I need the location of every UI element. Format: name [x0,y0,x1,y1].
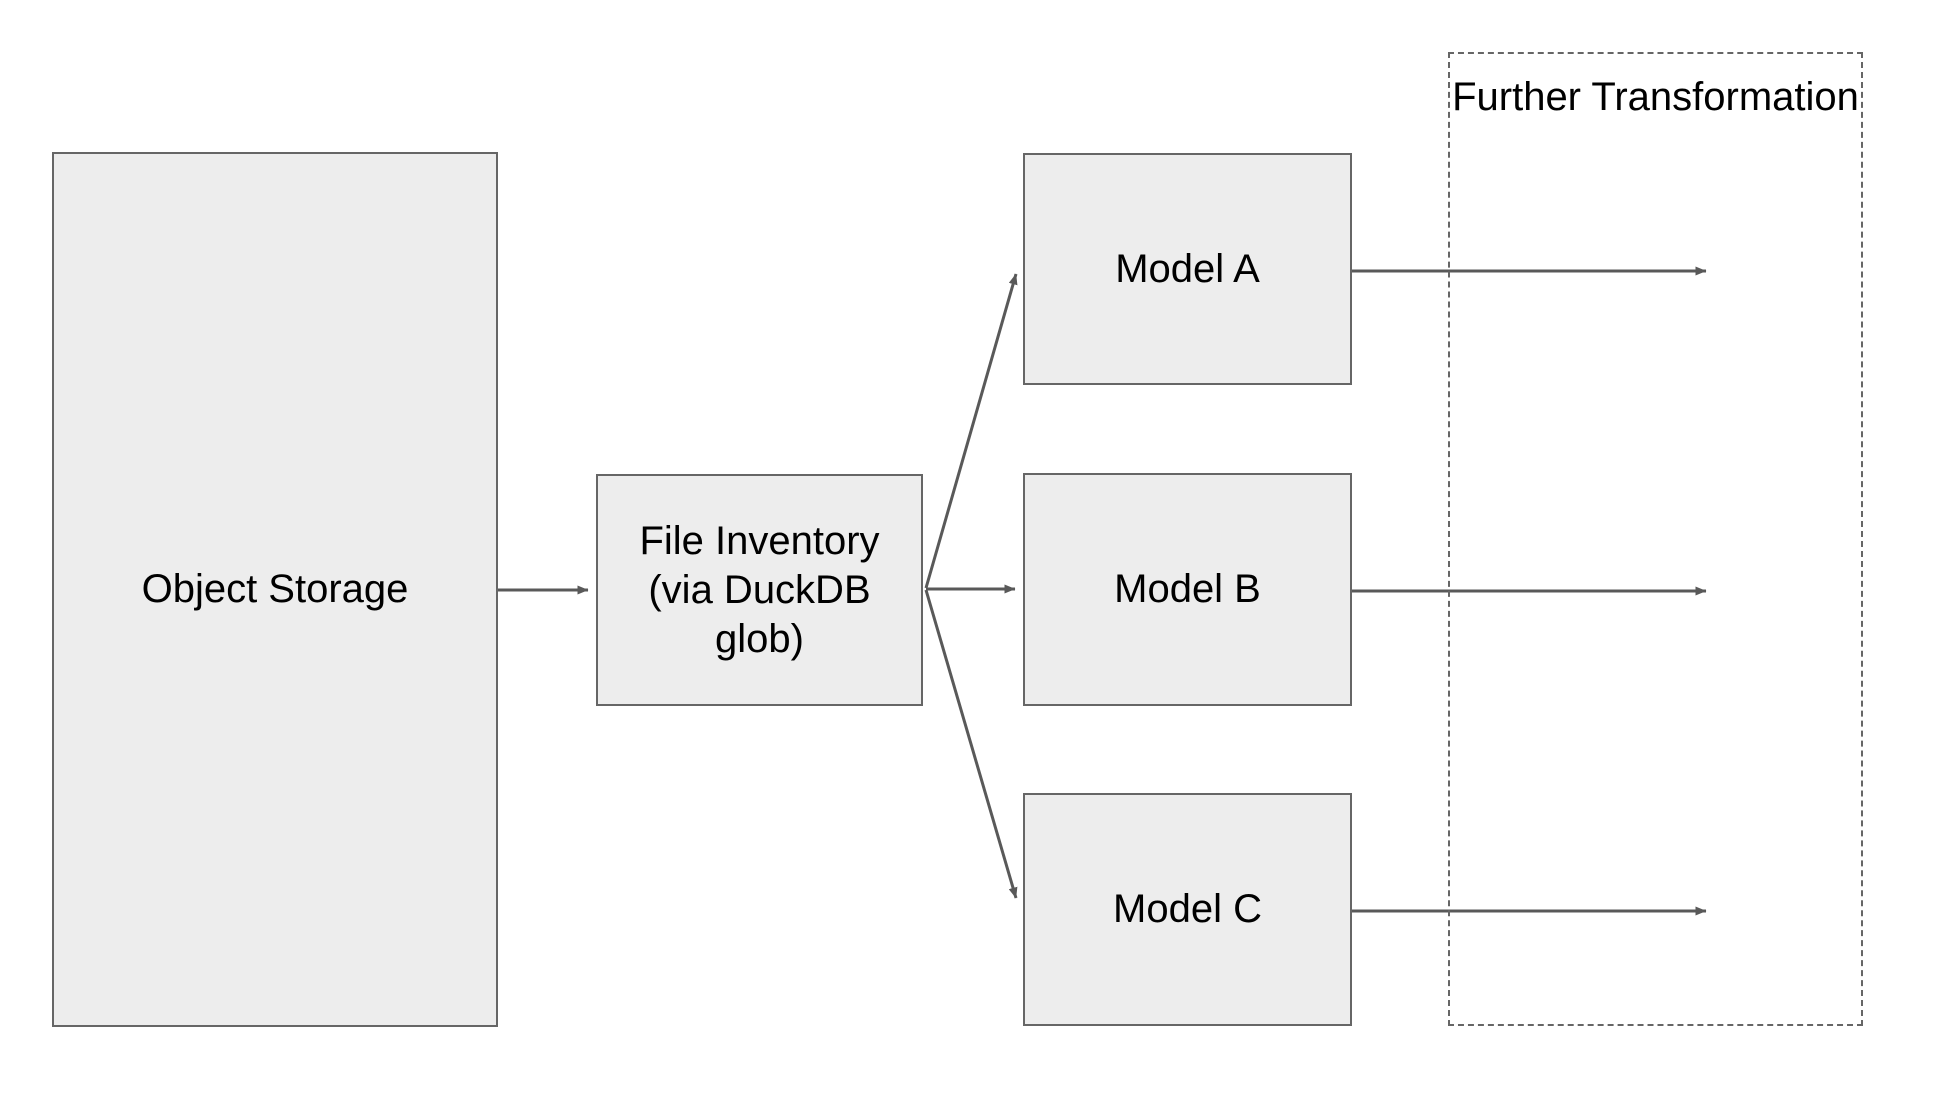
node-object-storage[interactable]: Object Storage [52,152,498,1027]
edge-inventory-to-model-a [924,273,1018,589]
node-model-c[interactable]: Model C [1023,793,1352,1026]
node-model-a[interactable]: Model A [1023,153,1352,385]
group-further-transformation[interactable] [1448,52,1863,1026]
edge-inventory-to-model-c [924,589,1018,899]
group-further-transformation-label: Further Transformation [1452,75,1859,119]
node-model-b[interactable]: Model B [1023,473,1352,706]
node-file-inventory[interactable]: File Inventory (via DuckDB glob) [596,474,923,706]
